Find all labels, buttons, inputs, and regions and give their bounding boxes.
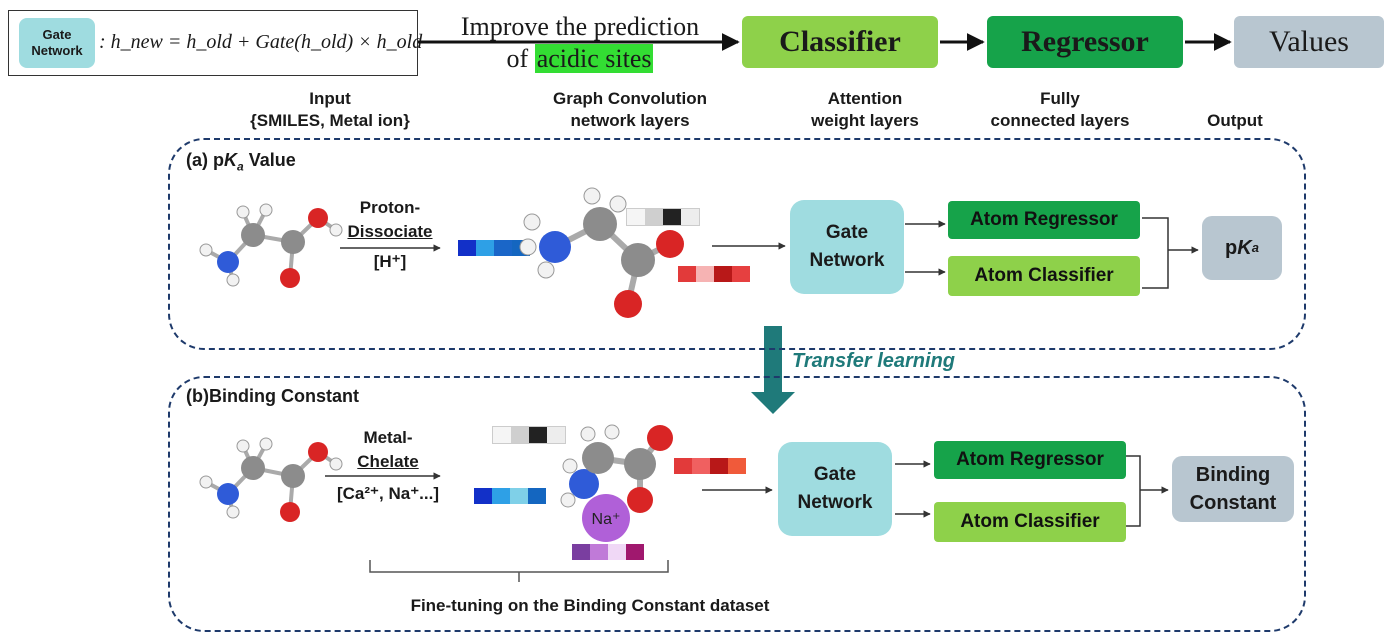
fc-header-line2: connected layers — [990, 111, 1130, 130]
fc-header-line1: Fully — [1040, 89, 1080, 108]
transfer-arrow — [751, 326, 795, 414]
atom-regressor-b: Atom Regressor — [934, 441, 1126, 479]
gcn-header-line2: network layers — [570, 111, 690, 130]
gate-b-line2: Network — [797, 492, 873, 513]
transfer-learning-label: Transfer learning — [792, 350, 956, 372]
input-header-line2: {SMILES, Metal ion} — [250, 111, 410, 130]
ion-vector-purple-b — [572, 544, 644, 560]
fine-tuning-caption: Fine-tuning on the Binding Constant data… — [410, 596, 770, 615]
column-header-gcn: Graph Convolution network layers — [505, 88, 755, 132]
top-values-box: Values — [1234, 16, 1384, 68]
feature-vector-blue-b — [474, 488, 546, 504]
attention-vector-gray-b — [492, 426, 566, 444]
panel-pka-title: (a) pKa Value — [186, 150, 296, 174]
glycine-molecule-a — [199, 203, 343, 288]
attention-vector-red-a — [678, 266, 750, 282]
proton-label-line1: Proton- — [359, 198, 421, 217]
glycine-molecule-b — [199, 437, 343, 522]
attention-header-line1: Attention — [827, 89, 903, 108]
merge-bracket-a — [1142, 217, 1169, 289]
metal-chelate-label: Metal- Chelate [Ca²⁺, Na⁺...] — [318, 426, 458, 506]
improve-text-line2: of acidic sites — [430, 44, 730, 74]
binding-output-line1: Binding — [1195, 464, 1271, 486]
pka-output-prefix: p — [1225, 237, 1238, 259]
pka-title-prefix: (a) p — [186, 150, 224, 170]
panel-binding-title: (b)Binding Constant — [186, 386, 359, 406]
proton-dissociate-label: Proton- Dissociate [H⁺] — [330, 196, 450, 274]
binding-output-line2: Constant — [1189, 492, 1277, 514]
pka-output-k: K — [1237, 237, 1252, 259]
column-header-attention: Attention weight layers — [780, 88, 950, 132]
improve-text-line1: Improve the prediction — [460, 12, 700, 41]
improve-prefix: of — [506, 44, 529, 73]
top-regressor-box: Regressor — [987, 16, 1183, 68]
attention-vector-red-b — [674, 458, 746, 474]
attention-header-line2: weight layers — [811, 111, 919, 130]
column-header-fc: Fully connected layers — [960, 88, 1160, 132]
sodium-ion-label: Na⁺ — [592, 511, 621, 528]
column-header-output: Output — [1207, 111, 1263, 130]
pka-output-sub: a — [1251, 240, 1259, 255]
gate-a-line2: Network — [809, 250, 885, 271]
metal-label-line3: [Ca²⁺, Na⁺...] — [336, 484, 439, 503]
glycine-molecule-gcn-a — [519, 187, 684, 318]
atom-regressor-a: Atom Regressor — [948, 201, 1140, 239]
panel-binding-constant — [168, 376, 1306, 632]
atom-classifier-a: Atom Classifier — [948, 256, 1140, 296]
top-classifier-box: Classifier — [742, 16, 938, 68]
pka-title-sub: a — [237, 159, 244, 174]
fine-tuning-brace — [369, 560, 669, 582]
atom-classifier-b: Atom Classifier — [934, 502, 1126, 542]
column-header-input: Input {SMILES, Metal ion} — [200, 88, 460, 132]
formula-gate-network-badge: Gate Network — [19, 18, 95, 68]
metal-label-line2: Chelate — [357, 452, 419, 471]
pka-title-suffix: Value — [243, 150, 296, 170]
chelate-molecule-gcn-b: Na⁺ — [560, 424, 673, 542]
gate-a-line1: Gate — [825, 222, 869, 243]
gcn-header-line1: Graph Convolution — [553, 89, 707, 108]
metal-label-line1: Metal- — [363, 428, 413, 447]
acidic-sites-highlight: acidic sites — [534, 44, 654, 73]
attention-vector-gray-a — [626, 208, 700, 226]
gate-formula: : h_new = h_old + Gate(h_old) × h_old — [99, 31, 423, 53]
gate-b-line1: Gate — [813, 464, 857, 485]
panel-pka — [168, 138, 1306, 350]
proton-label-line2: Dissociate — [347, 222, 433, 241]
pka-title-k: K — [224, 150, 237, 170]
merge-bracket-b — [1126, 455, 1141, 527]
proton-label-line3: [H⁺] — [373, 252, 407, 271]
input-header-line1: Input — [309, 89, 351, 108]
formula-box: Gate Network : h_new = h_old + Gate(h_ol… — [8, 10, 422, 76]
